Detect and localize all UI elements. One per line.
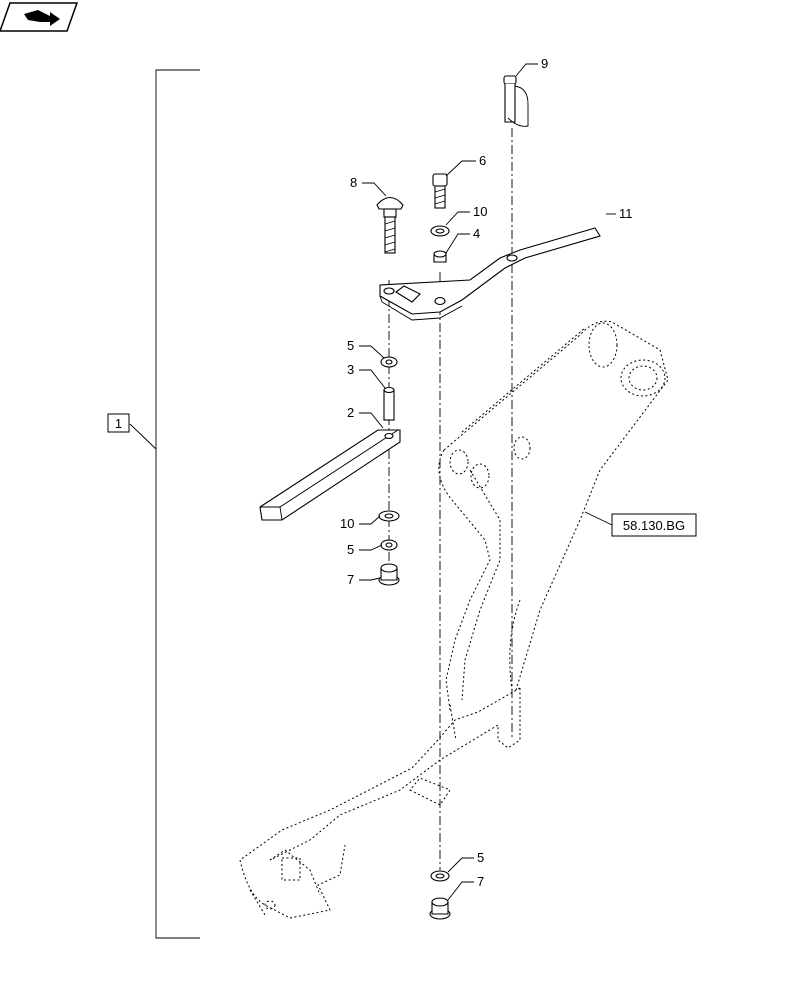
callout-9: 9 <box>541 56 548 71</box>
reference-label-box[interactable]: 58.130.BG <box>584 511 697 537</box>
callout-7-bottom: 7 <box>477 874 484 889</box>
center-lines <box>388 128 513 870</box>
callout-2: 2 <box>347 405 354 420</box>
callout-leaders <box>359 63 616 901</box>
carriage-bolt-part-8 <box>376 196 404 254</box>
spacer-pin-part-3 <box>383 386 395 421</box>
assembly-bracket: 1 <box>107 69 200 939</box>
callout-4: 4 <box>473 226 480 241</box>
hex-bolt-part-6 <box>432 173 448 209</box>
assembly-callout-1: 1 <box>115 416 122 431</box>
boom-outline <box>239 320 669 919</box>
callout-6: 6 <box>479 153 486 168</box>
washer-part-10-upper <box>430 225 450 237</box>
flange-nut-part-7-bottom <box>429 897 451 920</box>
lynch-pin-part-9 <box>503 75 529 127</box>
nut-part-4 <box>433 250 447 263</box>
callout-5-middle: 5 <box>347 542 354 557</box>
callout-5-bottom: 5 <box>477 850 484 865</box>
washer-part-5-bottom <box>430 870 450 882</box>
callout-7-middle: 7 <box>347 572 354 587</box>
callout-labels: 9 6 8 10 4 11 5 3 2 10 5 7 5 7 <box>340 56 633 889</box>
callout-10-upper: 10 <box>473 204 487 219</box>
flange-nut-part-7-middle <box>378 563 400 586</box>
callout-5-top: 5 <box>347 338 354 353</box>
callout-10-lower: 10 <box>340 516 354 531</box>
washer-part-5-middle <box>380 539 398 551</box>
bar-part-2 <box>259 429 401 521</box>
callout-11: 11 <box>619 206 633 221</box>
reference-label: 58.130.BG <box>623 518 685 533</box>
strap-part-11 <box>379 227 601 321</box>
washer-part-5-top <box>380 356 398 368</box>
open-book-arrow-icon[interactable] <box>0 2 79 32</box>
callout-3: 3 <box>347 362 354 377</box>
washer-part-10-lower <box>378 510 400 522</box>
callout-8: 8 <box>350 175 357 190</box>
